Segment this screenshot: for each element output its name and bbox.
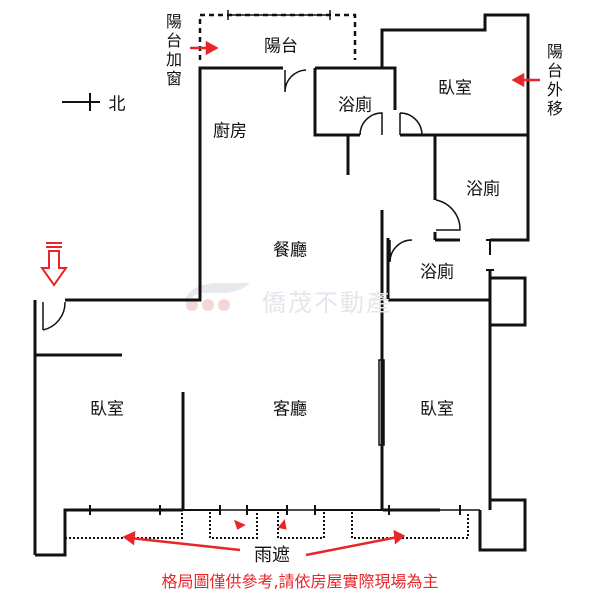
doors	[42, 69, 461, 446]
annotation-balcony-moved: 陽台外移	[546, 42, 563, 118]
walls	[33, 13, 530, 557]
disclaimer: 格局圖僅供參考,請依房屋實際現場為主	[161, 572, 439, 591]
watermark-text: 僑茂不動產	[262, 289, 392, 317]
room-label-dining: 餐廳	[273, 240, 307, 261]
room-label-bath-3: 浴廁	[420, 262, 454, 283]
annotation-arrows	[122, 40, 540, 557]
room-label-bath-1: 浴廁	[338, 95, 372, 116]
watermark-logo	[185, 283, 250, 311]
entrance-arrow-icon	[40, 242, 68, 287]
balcony-dashed	[198, 13, 357, 60]
balcony-window-marks	[227, 10, 470, 31]
compass-label: 北	[108, 94, 126, 115]
room-label-bedroom-right: 臥室	[420, 399, 454, 420]
compass-icon	[62, 93, 100, 111]
room-label-bath-2: 浴廁	[466, 179, 500, 200]
room-label-living: 客廳	[273, 399, 307, 420]
window-marks	[89, 239, 494, 515]
room-label-balcony: 陽台	[264, 36, 298, 57]
room-label-bedroom-left: 臥室	[90, 399, 124, 420]
room-label-bedroom-top-right: 臥室	[438, 78, 472, 99]
canopy-label: 雨遮	[254, 545, 290, 566]
canopy-outline	[65, 512, 469, 539]
room-label-kitchen: 廚房	[213, 121, 247, 142]
annotation-balcony-window: 陽台加窗	[165, 12, 182, 88]
